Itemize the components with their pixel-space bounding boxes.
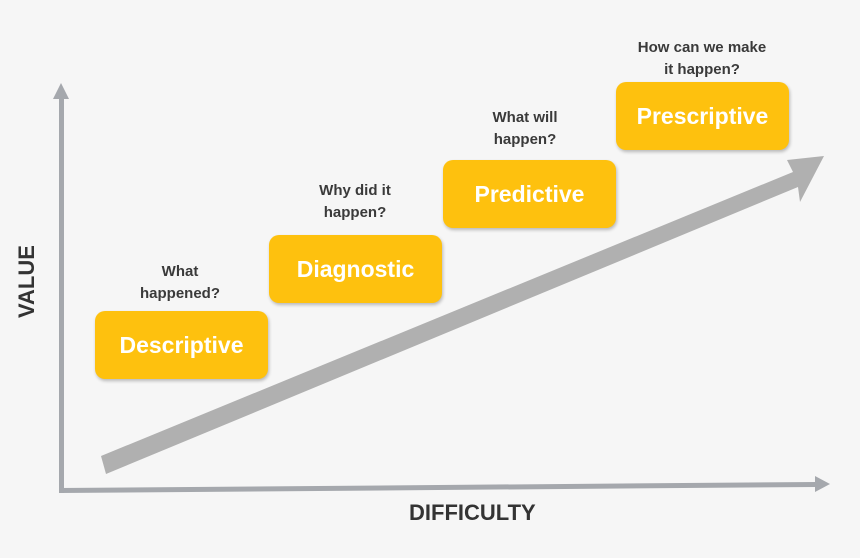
question-prescriptive: How can we make it happen? [612,37,792,81]
question-line: it happen? [664,61,740,78]
question-line: How can we make [637,39,767,56]
y-axis-label: VALUE [14,245,39,318]
x-axis-label: DIFFICULTY [409,500,536,525]
x-axis-arrow [59,476,830,493]
stage-box-diagnostic: Diagnostic [269,235,442,303]
question-line: happen? [323,204,387,221]
question-line: What will [492,109,558,126]
stage-box-descriptive: Descriptive [95,311,268,379]
stage-box-prescriptive: Prescriptive [616,82,789,150]
question-line: What [161,263,199,280]
question-diagnostic: Why did it happen? [295,180,415,224]
question-line: happened? [139,285,220,302]
question-line: Why did it [319,182,391,199]
question-descriptive: What happened? [120,261,240,305]
stage-box-predictive: Predictive [443,160,616,228]
stage-label: Diagnostic [296,255,415,282]
trend-arrow [101,156,824,474]
question-predictive: What will happen? [465,107,585,151]
y-axis-arrow [53,83,69,493]
question-line: happen? [493,131,557,148]
